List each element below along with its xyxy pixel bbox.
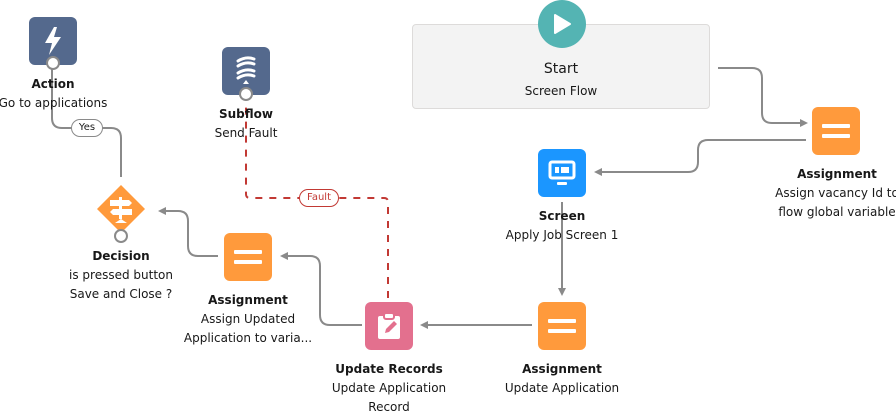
decision-type-label: Decision <box>92 249 150 263</box>
assign-update-app-node[interactable] <box>538 302 586 350</box>
assign-vacancy-name-line1: Assign vacancy Id to <box>775 186 896 200</box>
assign-update-app-name: Update Application <box>504 381 620 395</box>
lightning-icon <box>45 27 61 55</box>
signpost-icon <box>110 197 132 223</box>
equals-icon <box>234 250 262 264</box>
assign-update-app-type-label: Assignment <box>522 362 602 376</box>
action-type-label: Action <box>31 77 75 91</box>
decision-end-connector[interactable] <box>114 229 128 243</box>
subflow-name: Send Fault <box>214 126 278 140</box>
subflow-type-label: Subflow <box>219 107 273 121</box>
assign-vacancy-label: Assignment Assign vacancy Id to flow glo… <box>766 165 896 222</box>
assign-updated-name-line1: Assign Updated <box>200 312 296 326</box>
update-records-name-line2: Record <box>368 400 410 414</box>
clipboard-edit-icon <box>378 312 400 339</box>
decision-name-line1: is pressed button <box>69 268 173 282</box>
fault-path-label[interactable]: Fault <box>299 189 339 207</box>
decision-node[interactable] <box>97 185 145 233</box>
connector-start-to-assign-vacancy[interactable] <box>718 67 808 127</box>
connector-assign-updated-to-decision[interactable] <box>158 207 218 257</box>
start-node-icon[interactable] <box>538 0 586 48</box>
screen-type-label: Screen <box>538 209 586 223</box>
screen-node[interactable] <box>538 149 586 197</box>
equals-icon <box>548 319 576 333</box>
connector-assign-vacancy-to-screen[interactable] <box>594 139 806 176</box>
start-subtitle: Screen Flow <box>524 84 598 98</box>
update-records-name-line1: Update Application <box>331 381 447 395</box>
monitor-icon <box>548 160 576 185</box>
assign-vacancy-type-label: Assignment <box>797 167 877 181</box>
assign-update-app-label: Assignment Update Application <box>492 360 632 398</box>
screen-label: Screen Apply Job Screen 1 <box>492 207 632 245</box>
action-end-connector[interactable] <box>46 56 60 70</box>
subflow-end-connector[interactable] <box>239 87 253 101</box>
decision-label: Decision is pressed button Save and Clos… <box>51 247 191 304</box>
screen-name: Apply Job Screen 1 <box>505 228 619 242</box>
play-icon <box>554 14 571 34</box>
assign-vacancy-node[interactable] <box>812 107 860 155</box>
action-name: Go to applications <box>0 96 108 110</box>
assign-updated-name-line2: Application to varia... <box>183 331 313 345</box>
equals-icon <box>822 124 850 138</box>
subflow-icon <box>236 56 256 84</box>
assign-vacancy-name-line2: flow global variable <box>778 205 896 219</box>
connector-update-records-to-assign-updated[interactable] <box>280 252 362 326</box>
yes-outcome-label[interactable]: Yes <box>71 119 103 137</box>
subflow-label: Subflow Send Fault <box>186 105 306 143</box>
action-label: Action Go to applications <box>0 75 113 113</box>
assign-updated-node[interactable] <box>224 233 272 281</box>
update-records-node[interactable] <box>365 302 413 350</box>
update-records-label: Update Records Update Application Record <box>319 360 459 417</box>
start-title: Start <box>543 61 579 77</box>
assign-updated-type-label: Assignment <box>208 293 288 307</box>
assign-updated-label: Assignment Assign Updated Application to… <box>178 291 318 348</box>
update-records-type-label: Update Records <box>335 362 443 376</box>
decision-name-line2: Save and Close ? <box>69 287 173 301</box>
